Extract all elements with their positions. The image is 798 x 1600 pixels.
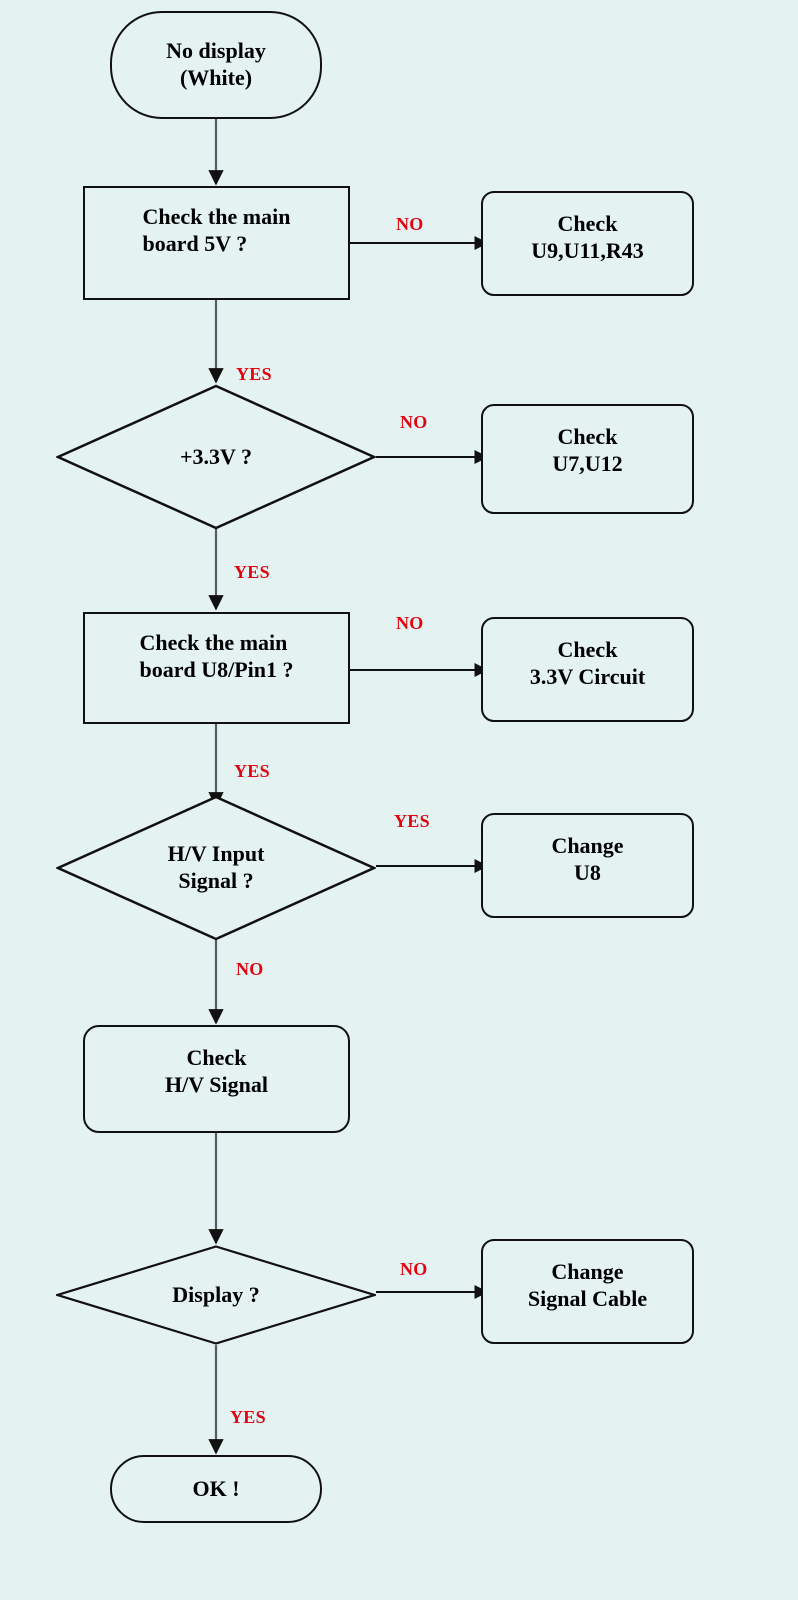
node-decision-hv-input-label: H/V Input Signal ? bbox=[167, 841, 265, 893]
node-ok[interactable]: OK ! bbox=[110, 1455, 322, 1523]
branch-label-yes-hv-input: YES bbox=[394, 811, 430, 831]
node-check-5v[interactable]: Check the main board 5V ? bbox=[83, 186, 350, 300]
node-decision-hv-input[interactable]: H/V Input Signal ? bbox=[56, 795, 376, 941]
node-change-u8-label: Change U8 bbox=[551, 833, 624, 885]
diamond-shape-33v bbox=[56, 384, 376, 530]
node-check-u7-u12-label: Check U7,U12 bbox=[552, 424, 623, 476]
branch-label-yes-u8pin1: YES bbox=[234, 761, 270, 781]
node-check-hv-signal-label: Check H/V Signal bbox=[165, 1045, 268, 1097]
node-check-u8-pin1-label: Check the main board U8/Pin1 ? bbox=[139, 630, 294, 682]
node-check-5v-label: Check the main board 5V ? bbox=[142, 204, 291, 256]
node-start[interactable]: No display (White) bbox=[110, 11, 322, 119]
node-change-signal-cable[interactable]: Change Signal Cable bbox=[481, 1239, 694, 1344]
node-start-label: No display (White) bbox=[166, 38, 266, 90]
node-decision-display-label: Display ? bbox=[172, 1281, 260, 1307]
diamond-shape-hv-input bbox=[56, 795, 376, 941]
node-check-u7-u12[interactable]: Check U7,U12 bbox=[481, 404, 694, 514]
node-change-signal-cable-label: Change Signal Cable bbox=[527, 1259, 648, 1311]
branch-label-yes-33v: YES bbox=[234, 562, 270, 582]
node-check-33v-circuit[interactable]: Check 3.3V Circuit bbox=[481, 617, 694, 722]
node-check-u8-pin1[interactable]: Check the main board U8/Pin1 ? bbox=[83, 612, 350, 724]
node-check-hv-signal[interactable]: Check H/V Signal bbox=[83, 1025, 350, 1133]
branch-label-no-display: NO bbox=[400, 1259, 428, 1279]
branch-label-no-33v: NO bbox=[400, 412, 428, 432]
branch-label-no-hv-input: NO bbox=[236, 959, 264, 979]
node-change-u8[interactable]: Change U8 bbox=[481, 813, 694, 918]
branch-label-no-u8pin1: NO bbox=[396, 613, 424, 633]
node-decision-33v[interactable]: +3.3V ? bbox=[56, 384, 376, 530]
node-check-u9-u11-r43[interactable]: Check U9,U11,R43 bbox=[481, 191, 694, 296]
node-check-33v-circuit-label: Check 3.3V Circuit bbox=[529, 637, 646, 689]
branch-label-no-5v: NO bbox=[396, 214, 424, 234]
branch-label-yes-5v: YES bbox=[236, 364, 272, 384]
branch-label-yes-display: YES bbox=[230, 1407, 266, 1427]
node-ok-label: OK ! bbox=[192, 1475, 240, 1501]
diamond-shape-display bbox=[56, 1245, 376, 1345]
node-decision-33v-label: +3.3V ? bbox=[179, 443, 253, 469]
node-decision-display[interactable]: Display ? bbox=[56, 1245, 376, 1345]
node-check-u9-u11-r43-label: Check U9,U11,R43 bbox=[531, 211, 644, 263]
